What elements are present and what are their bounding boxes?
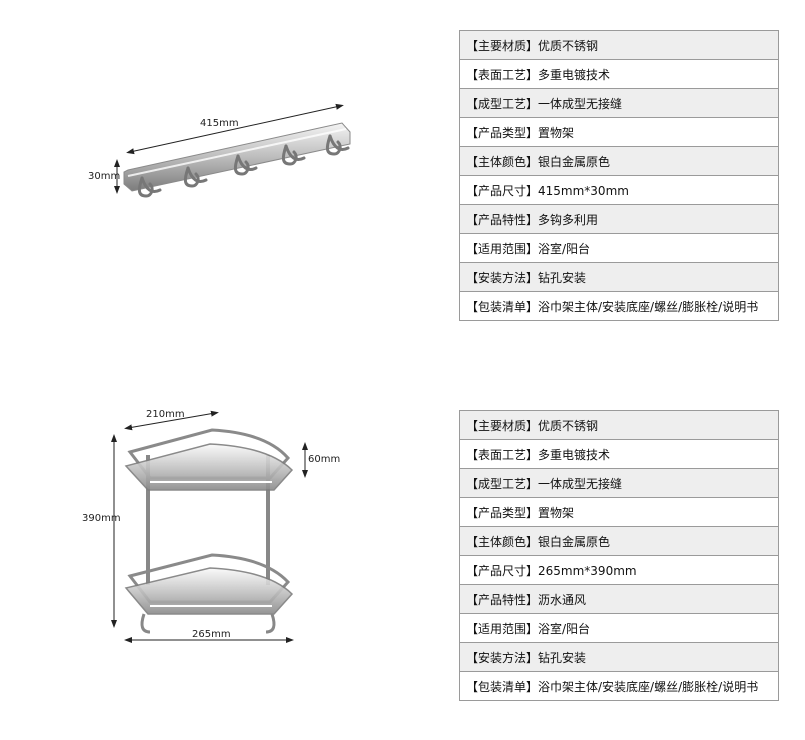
spec-row: 【主要材质】优质不锈钢 — [459, 410, 779, 440]
hook-rail-image: 415mm 30mm — [60, 0, 440, 360]
width-dimension-label: 415mm — [200, 118, 239, 129]
lower-basket — [124, 553, 294, 615]
spec-row: 【产品尺寸】415mm*30mm — [459, 175, 779, 205]
spec-row: 【包装清单】浴巾架主体/安装底座/螺丝/膨胀栓/说明书 — [459, 671, 779, 701]
spec-row: 【主体颜色】银白金属原色 — [459, 146, 779, 176]
spec-row: 【安装方法】钻孔安装 — [459, 262, 779, 292]
spec-row: 【产品类型】置物架 — [459, 117, 779, 147]
spec-row: 【主体颜色】银白金属原色 — [459, 526, 779, 556]
spec-table: 【主要材质】优质不锈钢 【表面工艺】多重电镀技术 【成型工艺】一体成型无接缝 【… — [459, 410, 779, 701]
top-width-dimension-line — [124, 410, 219, 431]
top-width-dimension-label: 210mm — [146, 409, 185, 420]
foot-left — [140, 613, 151, 634]
height-dimension-label: 390mm — [82, 513, 121, 524]
width-dimension-label: 265mm — [192, 629, 231, 640]
spec-row: 【成型工艺】一体成型无接缝 — [459, 88, 779, 118]
width-dimension-line — [126, 103, 344, 155]
corner-shelf-drawing — [111, 410, 308, 643]
spec-row: 【产品类型】置物架 — [459, 497, 779, 527]
spec-row: 【产品特性】多钩多利用 — [459, 204, 779, 234]
hook-rail-drawing — [114, 103, 351, 198]
spec-row: 【表面工艺】多重电镀技术 — [459, 59, 779, 89]
spec-row: 【产品特性】沥水通风 — [459, 584, 779, 614]
foot-right — [265, 613, 276, 634]
spec-row: 【主要材质】优质不锈钢 — [459, 30, 779, 60]
spec-row: 【适用范围】浴室/阳台 — [459, 233, 779, 263]
spec-row: 【包装清单】浴巾架主体/安装底座/螺丝/膨胀栓/说明书 — [459, 291, 779, 321]
spec-row: 【安装方法】钻孔安装 — [459, 642, 779, 672]
shelf-gap-dimension-label: 60mm — [308, 454, 341, 465]
spec-row: 【适用范围】浴室/阳台 — [459, 613, 779, 643]
upper-basket — [124, 428, 294, 491]
spec-table: 【主要材质】优质不锈钢 【表面工艺】多重电镀技术 【成型工艺】一体成型无接缝 【… — [459, 30, 779, 321]
corner-shelf-image: 210mm 60mm 390mm 265mm — [60, 380, 440, 740]
spec-row: 【产品尺寸】265mm*390mm — [459, 555, 779, 585]
height-dimension-label: 30mm — [88, 171, 121, 182]
spec-row: 【表面工艺】多重电镀技术 — [459, 439, 779, 469]
spec-row: 【成型工艺】一体成型无接缝 — [459, 468, 779, 498]
hooks — [137, 134, 350, 198]
